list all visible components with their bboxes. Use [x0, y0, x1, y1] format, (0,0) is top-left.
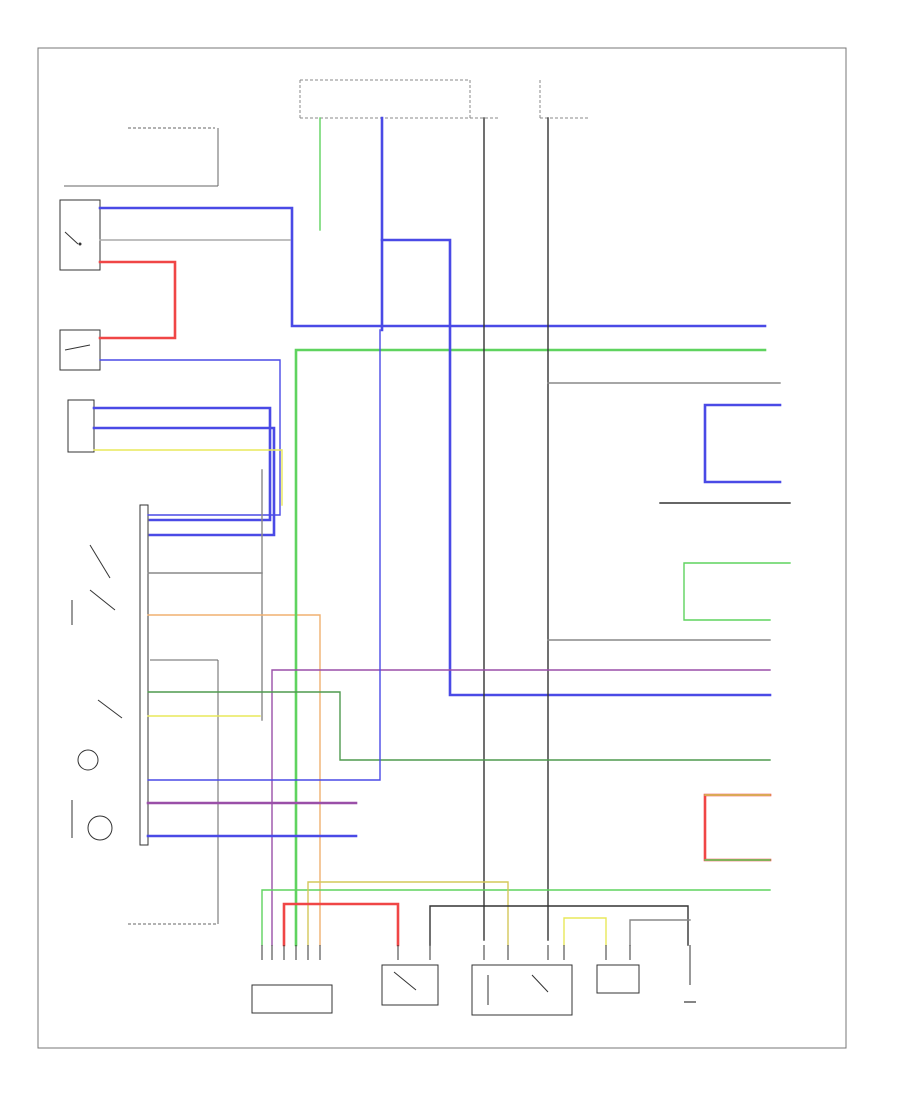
wire-blue-resistor-1 — [92, 406, 272, 522]
top-fuse-box — [299, 79, 590, 119]
wire-bottom-green — [261, 889, 771, 946]
wire-blue-lower-1 — [147, 329, 381, 781]
wire-yellow-resistor — [93, 449, 283, 506]
pcm-connector — [251, 984, 333, 1014]
wire-green-main — [294, 348, 767, 947]
wire-right-green — [683, 562, 791, 621]
wire-bottom-gray — [629, 919, 691, 946]
wire-blue-motor — [99, 359, 281, 516]
diagram-frame — [37, 47, 847, 1049]
blower-resistor — [67, 399, 95, 453]
wire-dark-green — [147, 691, 771, 761]
wire-bottom-olive — [307, 881, 509, 946]
left-hot-source — [64, 127, 219, 187]
blower-relay — [59, 199, 101, 271]
wire-blue-right — [380, 238, 772, 697]
wire-blue-top — [98, 206, 767, 328]
wire-blue-resistor-2 — [92, 426, 276, 537]
connector-ticks — [261, 945, 631, 960]
blower-motor — [59, 329, 101, 371]
wire-bottom-red — [282, 902, 400, 947]
wire-purple — [271, 669, 771, 946]
wire-right-red — [703, 793, 772, 862]
fan-control-relay — [596, 964, 640, 994]
left-bottom-source — [128, 659, 219, 925]
wire-bottom-black — [429, 905, 689, 946]
heater-control-unit — [71, 504, 149, 846]
wire-red — [98, 260, 177, 340]
ac-pressure-switch — [381, 964, 439, 1006]
cooling-fan-relay — [471, 964, 573, 1016]
wire-right-blue — [703, 403, 782, 484]
bottom-ground — [684, 945, 696, 1003]
wire-bottom-yellow — [563, 917, 607, 946]
